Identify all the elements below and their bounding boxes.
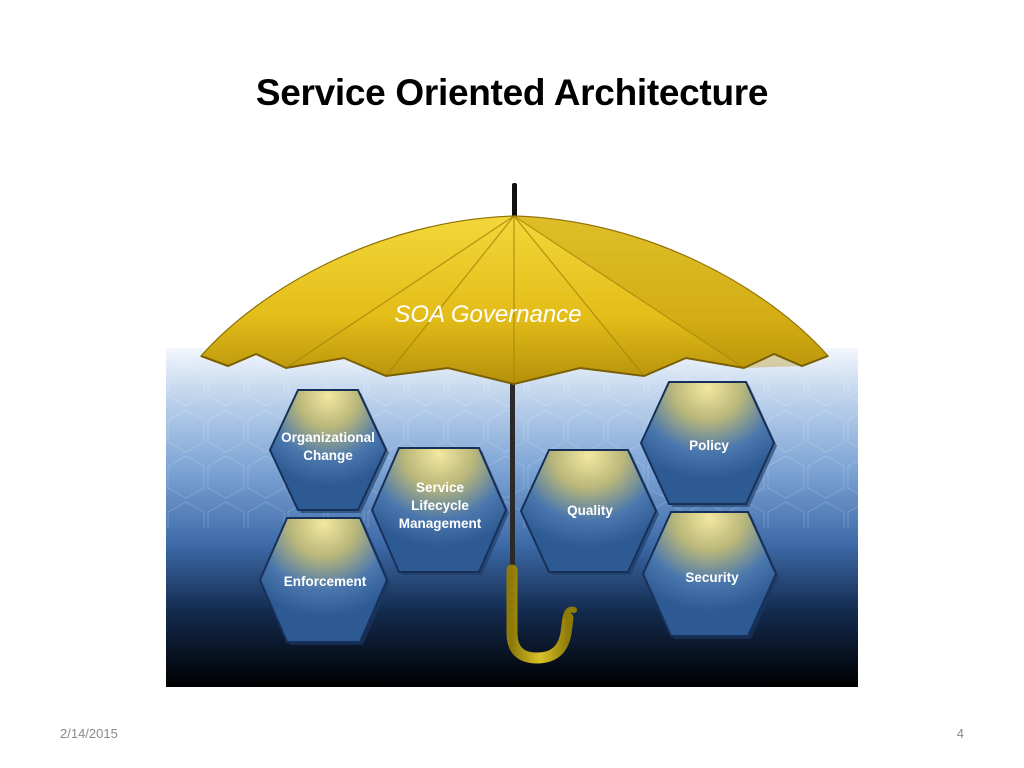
hex-quality-line1: Quality xyxy=(567,503,613,518)
soa-governance-illustration: SOA Governance Organizational Change Enf… xyxy=(166,178,858,687)
footer-date: 2/14/2015 xyxy=(60,726,118,741)
hex-service-lifecycle-line3: Management xyxy=(399,516,482,531)
hex-service-lifecycle-line1: Service xyxy=(416,480,465,495)
hex-policy-line1: Policy xyxy=(689,438,729,453)
hex-enforcement-line1: Enforcement xyxy=(284,574,367,589)
hex-service-lifecycle-management: Service Lifecycle Management xyxy=(372,448,509,575)
hex-security-line1: Security xyxy=(685,570,739,585)
umbrella-label: SOA Governance xyxy=(394,301,581,328)
hex-organizational-change-line1: Organizational xyxy=(281,430,375,445)
footer-page-number: 4 xyxy=(957,726,964,741)
slide-title: Service Oriented Architecture xyxy=(0,72,1024,114)
hex-service-lifecycle-line2: Lifecycle xyxy=(411,498,469,513)
hex-organizational-change-line2: Change xyxy=(303,448,353,463)
soa-governance-figure: SOA Governance Organizational Change Enf… xyxy=(166,178,858,687)
umbrella-tip xyxy=(512,183,517,218)
